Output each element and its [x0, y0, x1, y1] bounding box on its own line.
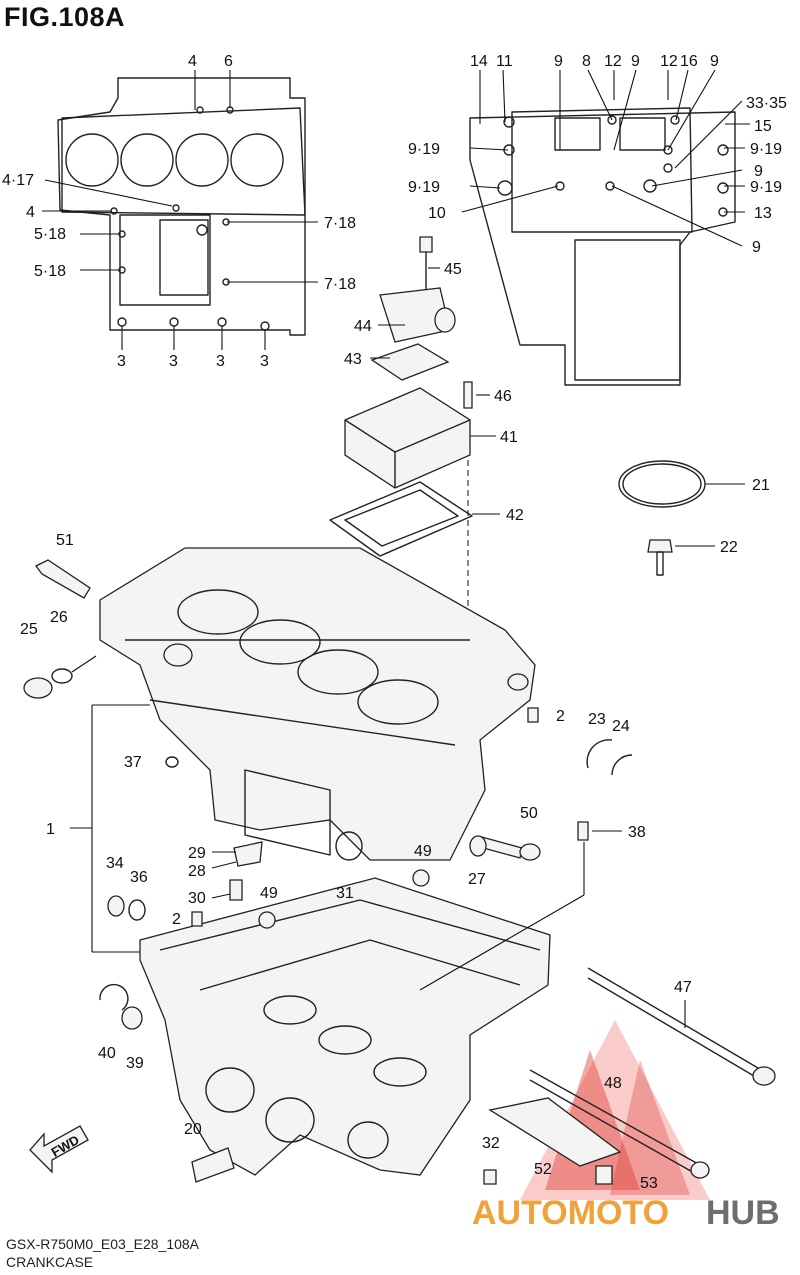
callout-4-left: 4 — [26, 204, 35, 221]
group-name: CRANKCASE — [6, 1254, 94, 1270]
callout-9-e: 9 — [752, 239, 761, 256]
callout-7-18-b: 7·18 — [324, 276, 356, 293]
callout-2-a: 2 — [556, 708, 565, 725]
callout-29: 29 — [188, 845, 206, 862]
callout-11: 11 — [496, 53, 513, 70]
callout-40: 40 — [98, 1045, 116, 1062]
callout-labels: 4 6 4·17 4 5·18 5·18 7·18 7·18 3 3 3 3 1… — [2, 53, 787, 1192]
breather-assembly — [329, 236, 473, 557]
callout-15: 15 — [754, 118, 772, 135]
figure-title: FIG.108A — [4, 2, 126, 32]
callout-30: 30 — [188, 890, 206, 907]
callout-3-a: 3 — [117, 353, 126, 370]
callout-42: 42 — [506, 507, 524, 524]
callout-9-d: 9 — [754, 163, 763, 180]
callout-34: 34 — [106, 855, 124, 872]
callout-48: 48 — [604, 1075, 622, 1092]
callout-9-b: 9 — [631, 53, 640, 70]
callout-3-d: 3 — [260, 353, 269, 370]
callout-32: 32 — [482, 1135, 500, 1152]
lower-case-bottom-view — [469, 107, 736, 386]
lower-crankcase — [139, 877, 551, 1176]
callout-51: 51 — [56, 532, 74, 549]
callout-20: 20 — [184, 1121, 202, 1138]
callout-4-top: 4 — [188, 53, 197, 70]
callout-26: 26 — [50, 609, 68, 626]
callout-3-c: 3 — [216, 353, 225, 370]
o-ring-21 — [618, 460, 706, 508]
callout-45: 45 — [444, 261, 462, 278]
callout-7-18-a: 7·18 — [324, 215, 356, 232]
callout-21: 21 — [752, 477, 770, 494]
callout-9-19-d: 9·19 — [750, 179, 782, 196]
callout-49-b: 49 — [260, 885, 278, 902]
callout-12-b: 12 — [660, 53, 678, 70]
callout-39: 39 — [126, 1055, 144, 1072]
upper-crankcase — [99, 547, 536, 861]
callout-36: 36 — [130, 869, 148, 886]
callout-41: 41 — [500, 429, 518, 446]
callout-47: 47 — [674, 979, 692, 996]
callout-8: 8 — [582, 53, 591, 70]
watermark-text-hub: HUB — [706, 1194, 780, 1232]
callout-43: 43 — [344, 351, 362, 368]
callout-27: 27 — [468, 871, 486, 888]
callout-12-a: 12 — [604, 53, 622, 70]
model-code: GSX-R750M0_E03_E28_108A — [6, 1236, 200, 1252]
callout-2-b: 2 — [172, 911, 181, 928]
callout-24: 24 — [612, 718, 630, 735]
callout-13: 13 — [754, 205, 772, 222]
callout-23: 23 — [588, 711, 606, 728]
callout-10: 10 — [428, 205, 446, 222]
fwd-arrow-icon — [29, 1125, 89, 1174]
callout-9-19-a: 9·19 — [408, 141, 440, 158]
callout-33-35: 33·35 — [746, 95, 787, 112]
callout-9-19-b: 9·19 — [750, 141, 782, 158]
callout-31: 31 — [336, 885, 354, 902]
callout-25: 25 — [20, 621, 38, 638]
top-right-leaders — [461, 69, 750, 247]
callout-53: 53 — [640, 1175, 658, 1192]
callout-44: 44 — [354, 318, 372, 335]
callout-46: 46 — [494, 388, 512, 405]
watermark-text-automoto: AUTOMOTO — [472, 1194, 669, 1232]
upper-case-top-view — [57, 77, 306, 336]
callout-5-18-b: 5·18 — [34, 263, 66, 280]
bolt-22 — [647, 539, 715, 576]
callout-38: 38 — [628, 824, 646, 841]
breather-leaders — [370, 267, 500, 650]
callout-28: 28 — [188, 863, 206, 880]
callout-9-a: 9 — [554, 53, 563, 70]
callout-22: 22 — [720, 539, 738, 556]
callout-52: 52 — [534, 1161, 552, 1178]
top-left-leaders — [42, 70, 318, 350]
small-parts — [23, 559, 776, 1185]
callout-4-17: 4·17 — [2, 172, 34, 189]
callout-9-19-c: 9·19 — [408, 179, 440, 196]
callout-6: 6 — [224, 53, 233, 70]
callout-14: 14 — [470, 53, 488, 70]
callout-37: 37 — [124, 754, 142, 771]
callout-3-b: 3 — [169, 353, 178, 370]
callout-50: 50 — [520, 805, 538, 822]
callout-16: 16 — [680, 53, 698, 70]
callout-49-a: 49 — [414, 843, 432, 860]
callout-5-18-a: 5·18 — [34, 226, 66, 243]
callout-9-c: 9 — [710, 53, 719, 70]
callout-1: 1 — [46, 821, 55, 838]
